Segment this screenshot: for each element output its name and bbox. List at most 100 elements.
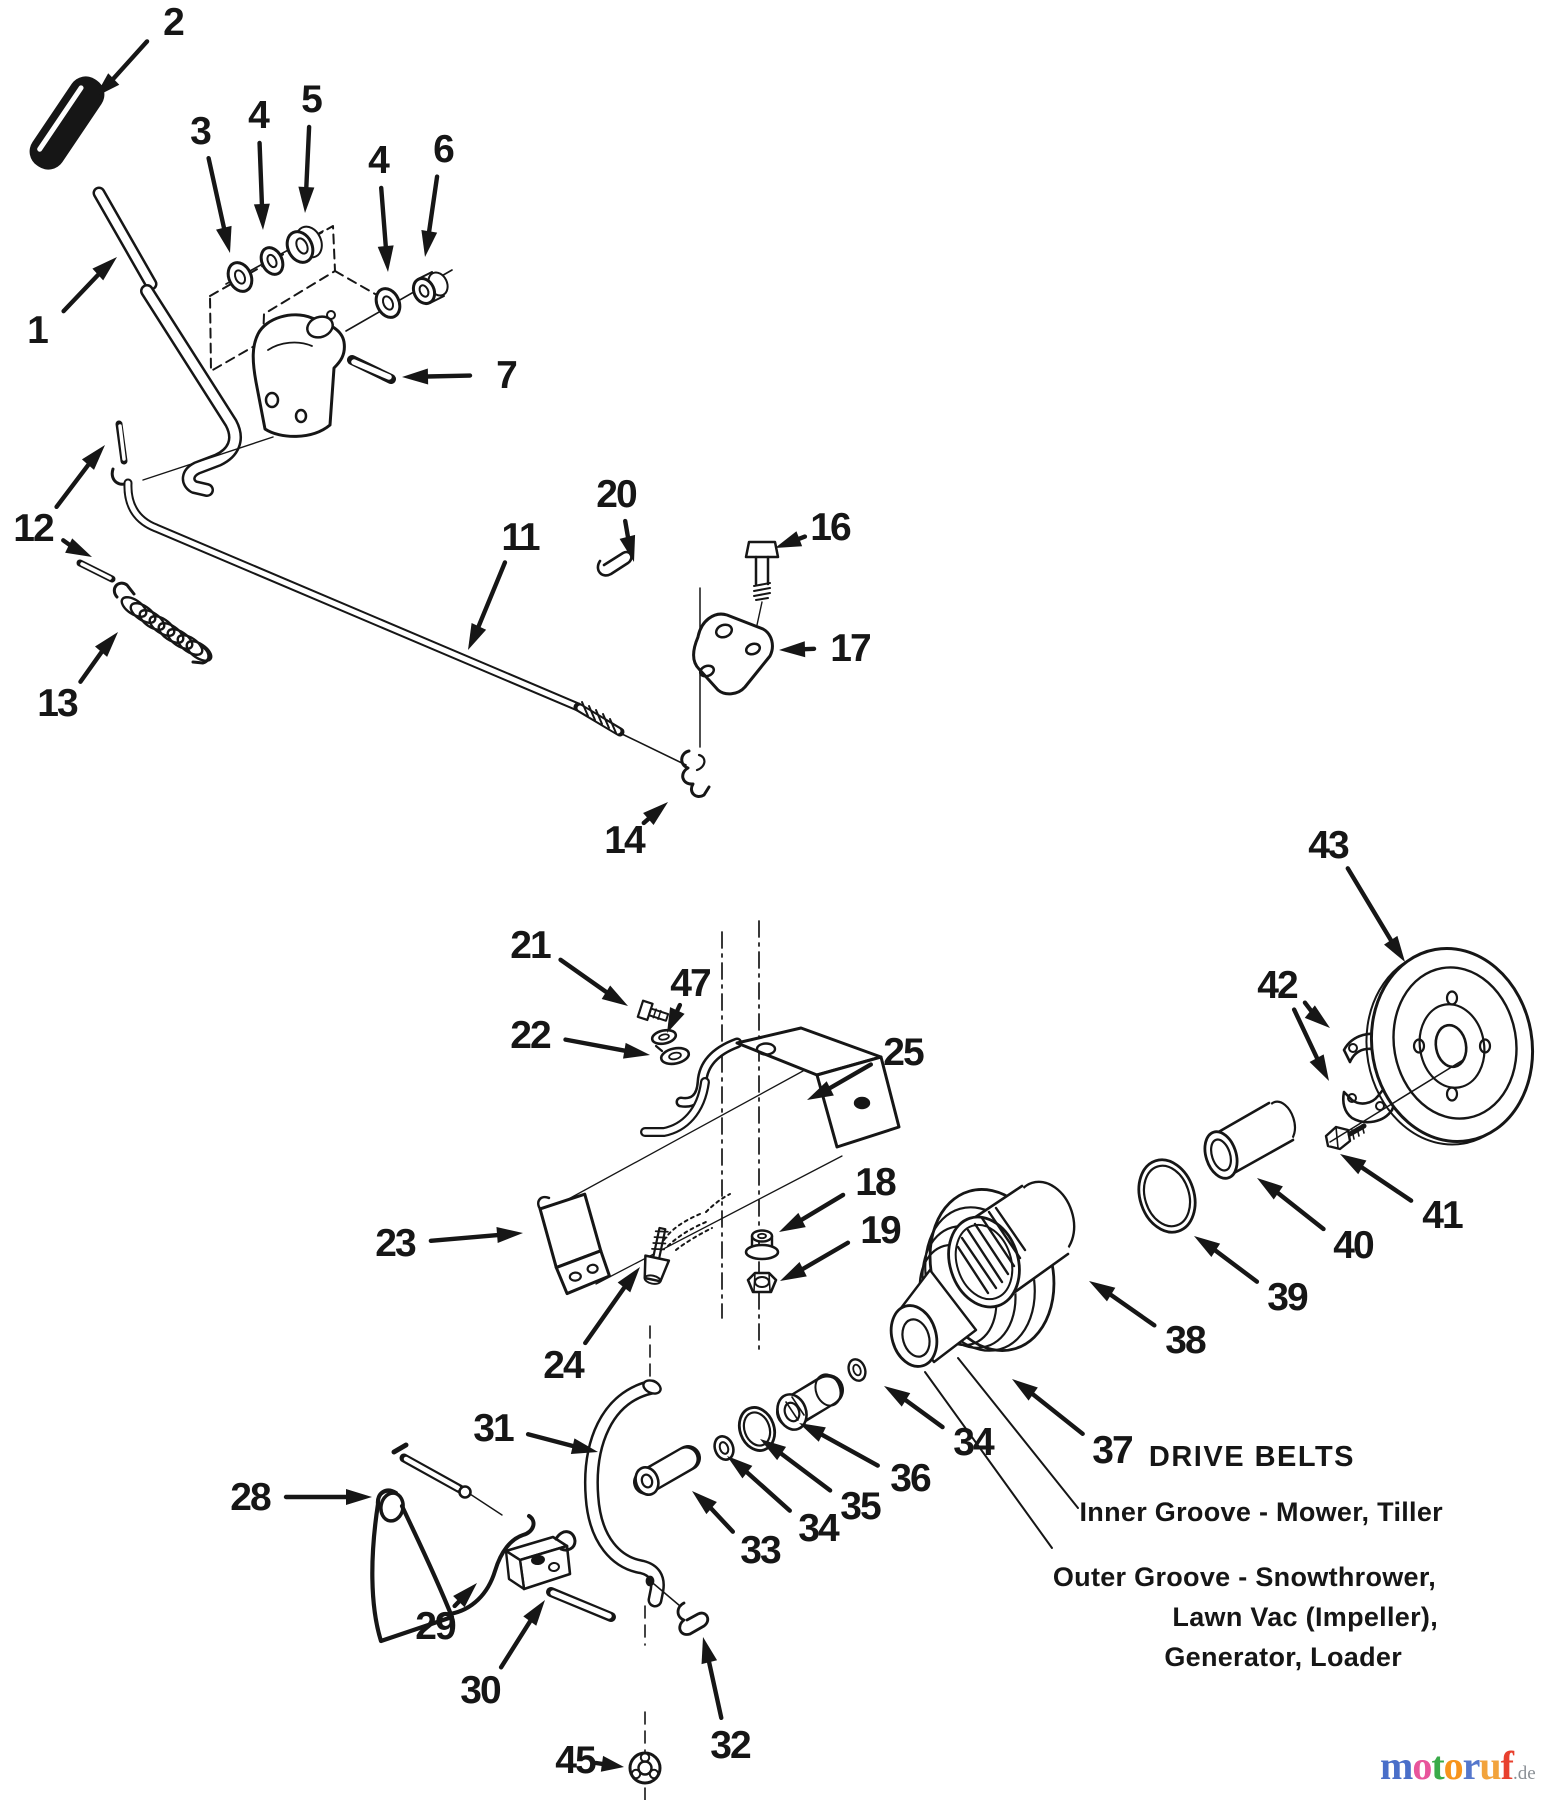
watermark-letter: f [1500, 1743, 1514, 1788]
callout-number: 28 [230, 1476, 271, 1519]
extension-spring [112, 581, 213, 665]
watermark-letter: o [1412, 1743, 1432, 1788]
watermark-letter: t [1431, 1743, 1444, 1788]
note-outer-groove: Outer Groove - Snowthrower, [1052, 1562, 1436, 1592]
callout-number: 41 [1422, 1194, 1463, 1237]
callout-2: 2 [95, 1, 186, 97]
callout-34: 34 [884, 1386, 997, 1464]
callout-12: 12 [13, 445, 105, 557]
bearing-36 [776, 1373, 844, 1431]
drive-belts-title: DRIVE BELTS [1148, 1441, 1355, 1473]
callout-number: 34 [798, 1507, 840, 1550]
roll-pins [76, 420, 128, 583]
callout-37: 37 [1012, 1379, 1134, 1472]
pin-30 [546, 1587, 616, 1622]
washer-and-bushing [345, 269, 453, 332]
callout-11: 11 [468, 516, 542, 650]
mounting-plate-outline [209, 225, 397, 372]
washer-34a [713, 1435, 735, 1461]
callout-number: 1 [27, 309, 48, 352]
callout-33: 33 [692, 1491, 783, 1572]
callout-number: 45 [555, 1739, 596, 1782]
clutch-rod [110, 467, 687, 766]
callout-5: 5 [298, 78, 324, 213]
lock-nut-19 [746, 1271, 778, 1294]
callout-40: 40 [1257, 1178, 1376, 1267]
cotter-clip-20 [596, 550, 633, 577]
support-bracket-23 [537, 1192, 611, 1296]
washer-34b [847, 1358, 867, 1382]
callout-number: 30 [460, 1669, 501, 1712]
callout-13: 13 [37, 632, 118, 725]
flange-nut-18 [744, 1229, 780, 1261]
callout-number: 18 [855, 1161, 896, 1204]
adjuster-bolt-21 [636, 999, 670, 1022]
callout-number: 22 [510, 1014, 551, 1057]
bolt-41 [1324, 1123, 1367, 1151]
washer-stack [225, 225, 324, 293]
watermark-letter: o [1443, 1743, 1464, 1788]
idler-bracket-25 [551, 1026, 901, 1285]
callout-number: 39 [1267, 1276, 1308, 1319]
retaining-ring-39 [1137, 1158, 1197, 1234]
callout-41: 41 [1340, 1154, 1465, 1237]
callout-number: 6 [433, 128, 454, 171]
callout-number: 5 [301, 78, 322, 121]
callout-number: 4 [248, 94, 270, 137]
clamp-29 [504, 1530, 577, 1591]
callout-1: 1 [27, 257, 117, 352]
callout-45: 45 [555, 1739, 624, 1782]
clutch-lever [92, 186, 242, 497]
callout-28: 28 [230, 1476, 372, 1519]
callout-34: 34 [727, 1456, 842, 1550]
callout-14: 14 [604, 802, 668, 862]
callout-number: 23 [375, 1222, 416, 1265]
callout-21: 21 [510, 924, 628, 1006]
hairpin-clip-32 [676, 1601, 710, 1636]
watermark-letter: m [1380, 1743, 1413, 1788]
groove-leader-lines [924, 1357, 1079, 1549]
cable-clip-14 [680, 749, 711, 799]
callout-number: 43 [1308, 824, 1349, 867]
callout-number: 35 [840, 1485, 881, 1528]
callout-20: 20 [596, 473, 639, 562]
callout-number: 11 [501, 516, 540, 559]
callout-number: 17 [830, 627, 870, 670]
callout-number: 31 [473, 1407, 514, 1450]
spacer-pin-33 [633, 1445, 701, 1496]
callout-number: 36 [890, 1457, 931, 1500]
push-nut-45 [628, 1751, 662, 1785]
callout-number: 7 [496, 354, 516, 397]
note-lawn-vac: Lawn Vac (Impeller), [1172, 1602, 1438, 1632]
callout-3: 3 [190, 110, 232, 253]
callout-39: 39 [1194, 1236, 1310, 1319]
callout-23: 23 [375, 1222, 523, 1265]
callout-4: 4 [248, 94, 272, 230]
motoruf-watermark: motoruf.de [1380, 1742, 1536, 1789]
callout-4: 4 [368, 139, 394, 272]
callout-number: 19 [860, 1209, 901, 1252]
note-inner-groove: Inner Groove - Mower, Tiller [1079, 1497, 1443, 1527]
callout-number: 2 [163, 1, 184, 44]
callout-number: 37 [1092, 1429, 1132, 1472]
watermark-suffix: .de [1513, 1763, 1536, 1784]
callout-31: 31 [473, 1407, 598, 1455]
callout-25: 25 [807, 1031, 926, 1100]
callout-42: 42 [1257, 964, 1330, 1081]
callout-number: 29 [415, 1605, 456, 1648]
anchor-plate [692, 587, 774, 748]
pivot-bracket [142, 310, 346, 481]
needle-bearing-38 [947, 1180, 1076, 1309]
callout-47: 47 [667, 962, 712, 1033]
callout-number: 33 [740, 1529, 781, 1572]
note-generator-loader: Generator, Loader [1164, 1642, 1402, 1672]
callout-22: 22 [510, 1014, 650, 1059]
washer-47 [650, 1028, 678, 1046]
watermark-letter: u [1479, 1743, 1501, 1788]
callout-number: 40 [1333, 1224, 1374, 1267]
callout-7: 7 [402, 354, 518, 397]
callout-32: 32 [701, 1637, 753, 1767]
callout-number: 38 [1165, 1319, 1206, 1362]
